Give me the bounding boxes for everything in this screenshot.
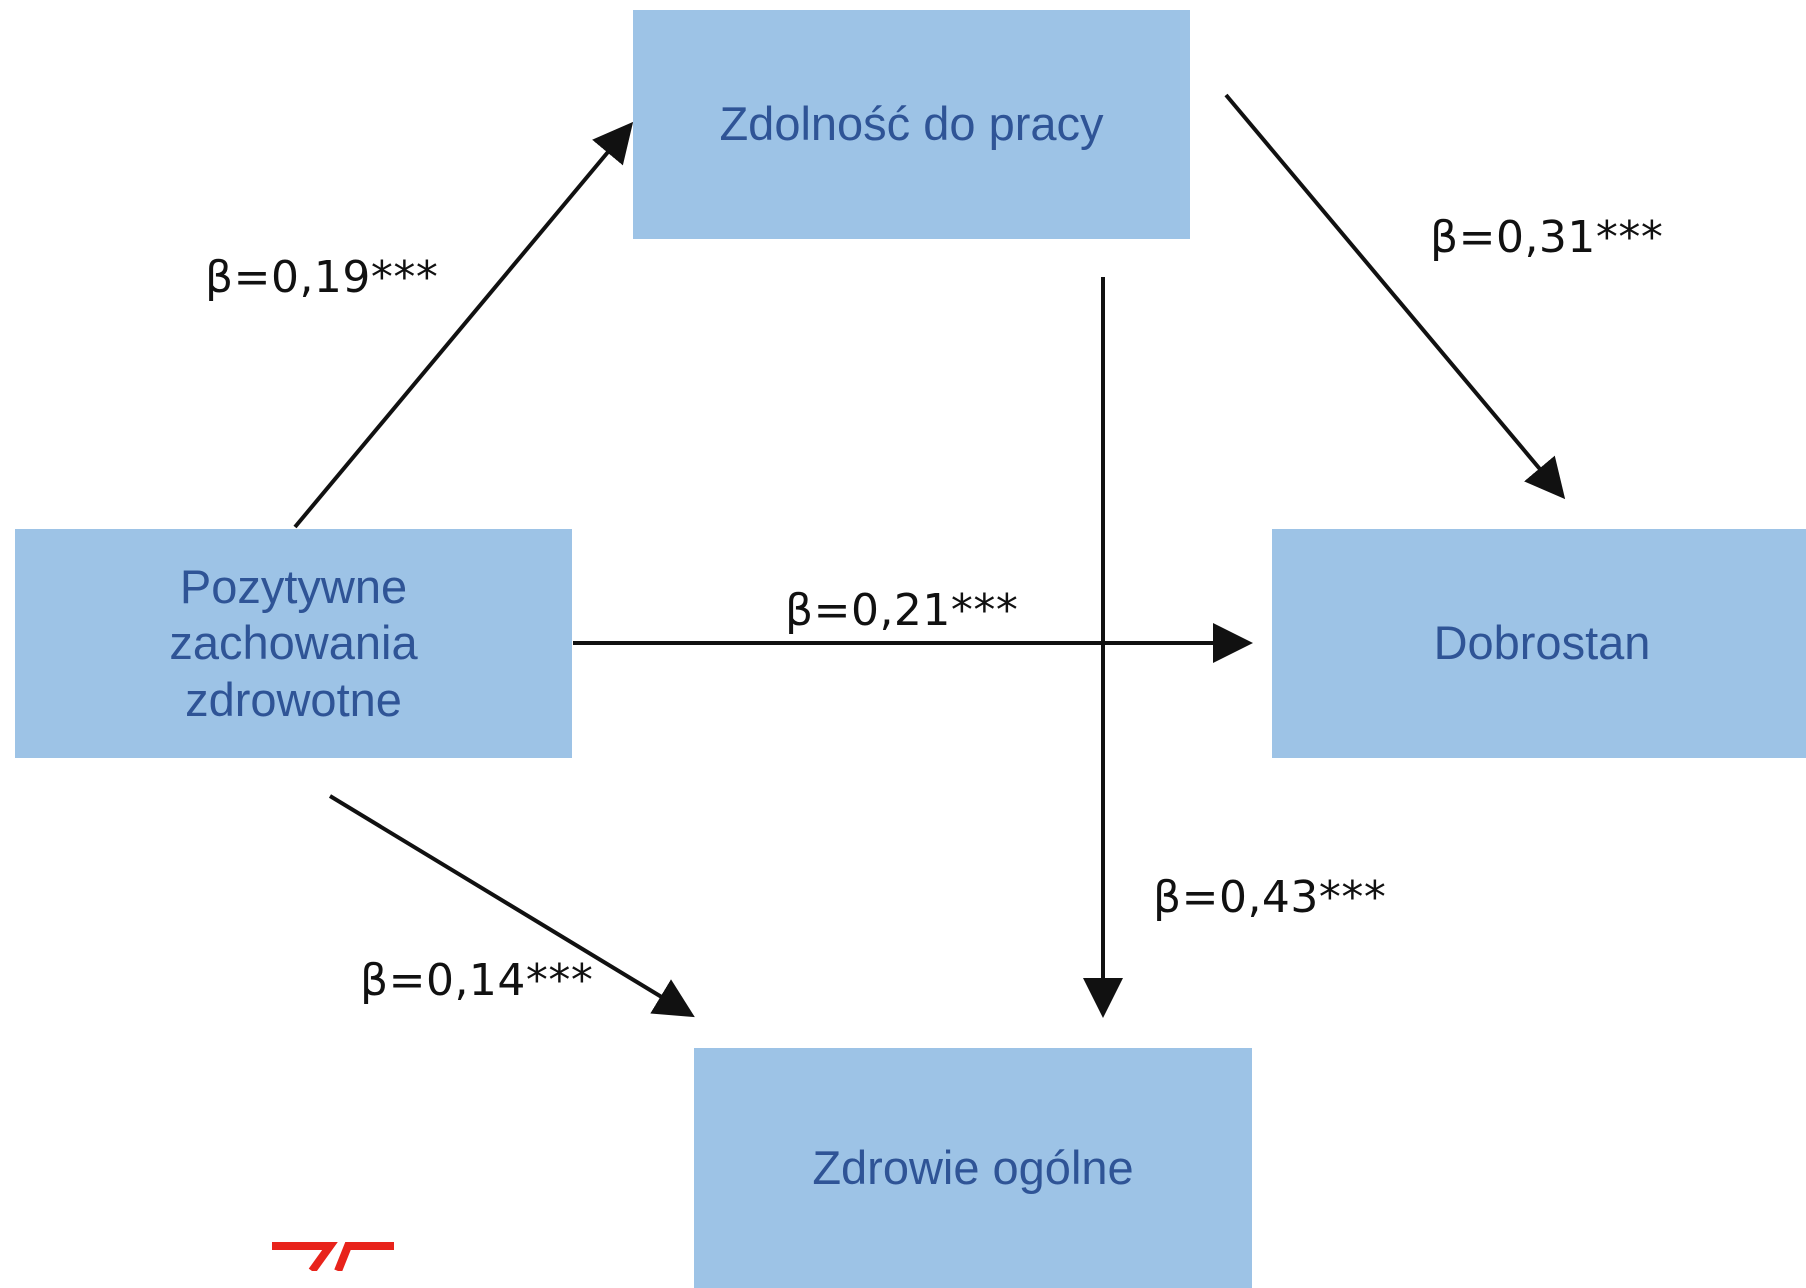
node-work-ability: Zdolność do pracy — [633, 10, 1190, 239]
node-health-behaviors: Pozytywne zachowania zdrowotne — [15, 529, 572, 758]
node-health-behaviors-label: Pozytywne zachowania zdrowotne — [169, 559, 418, 726]
edge-label-wa-to-wb: β=0,31*** — [1430, 212, 1664, 263]
node-general-health: Zdrowie ogólne — [694, 1048, 1252, 1288]
arrow-hb-to-gh — [328, 794, 695, 1018]
node-wellbeing: Dobrostan — [1272, 529, 1806, 758]
arrow-hb-to-wa — [293, 121, 634, 529]
arrow-wa-to-wb — [1224, 93, 1566, 500]
edge-label-hb-to-gh: β=0,14*** — [360, 955, 594, 1006]
node-wellbeing-label: Dobrostan — [1433, 616, 1651, 670]
node-general-health-label: Zdrowie ogólne — [812, 1140, 1134, 1194]
edge-label-hb-to-wb: β=0,21*** — [785, 585, 1019, 636]
edge-label-hb-to-wa: β=0,19*** — [205, 252, 439, 303]
node-work-ability-label: Zdolność do pracy — [719, 97, 1104, 151]
logo-icon — [272, 1242, 394, 1271]
edge-label-wa-to-gh: β=0,43*** — [1153, 872, 1387, 923]
